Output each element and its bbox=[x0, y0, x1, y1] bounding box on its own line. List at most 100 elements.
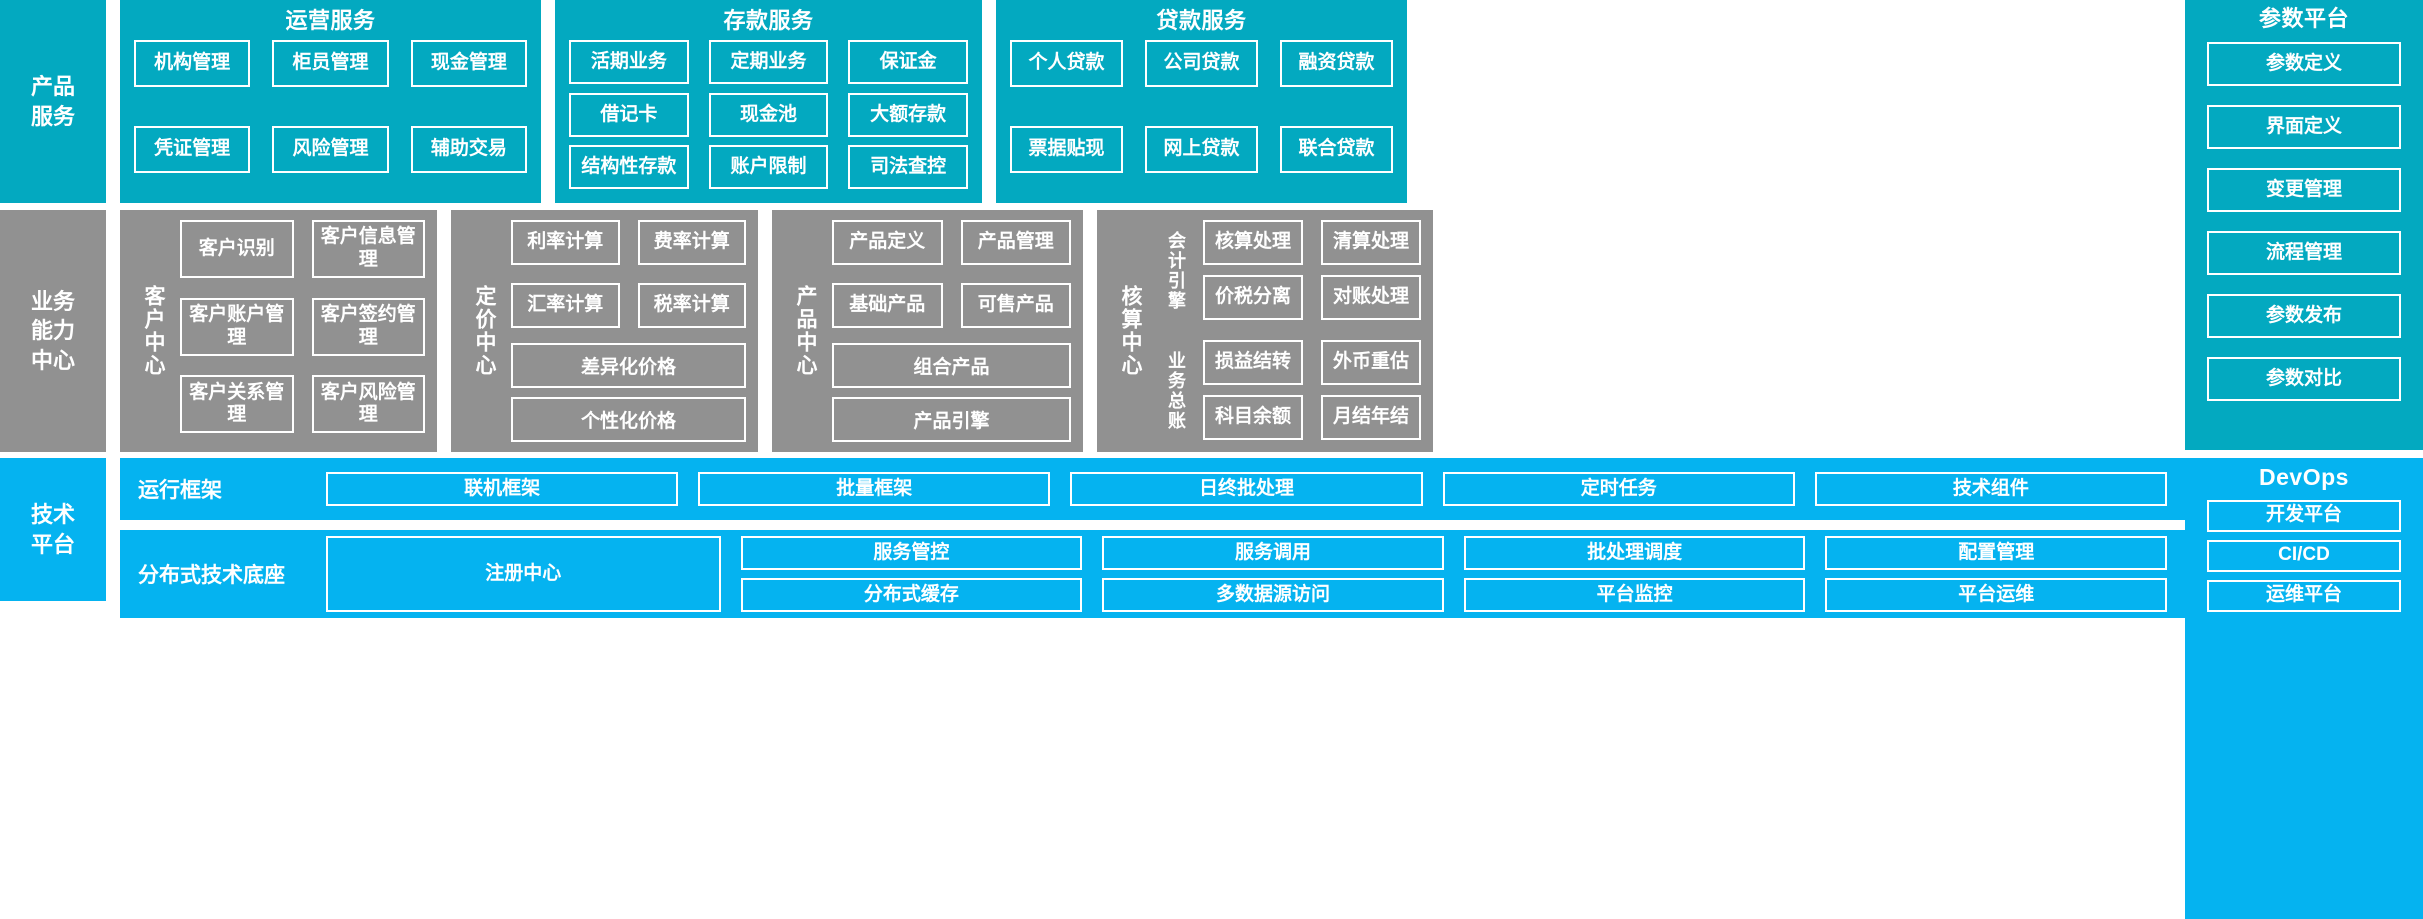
box-batch-framework[interactable]: 批量框架 bbox=[698, 472, 1051, 506]
product-service-row: 产品 服务 运营服务 机构管理 柜员管理 现金管理 凭证管理 风险管理 辅助交易… bbox=[0, 0, 2423, 203]
box-customer-relation-mgmt[interactable]: 客户关系管理 bbox=[180, 375, 294, 434]
vlabel-customer-center: 客户中心 bbox=[142, 285, 165, 377]
box-exchange-rate-calc[interactable]: 汇率计算 bbox=[511, 282, 620, 328]
devops-title: DevOps bbox=[2259, 464, 2349, 490]
box-debit-card[interactable]: 借记卡 bbox=[569, 92, 689, 137]
box-product-engine[interactable]: 产品引擎 bbox=[832, 397, 1071, 442]
vlabel-accounting-center: 核算中心 bbox=[1119, 285, 1142, 377]
general-ledger-section: 业务总账 损益结转 外币重估 科目余额 月结年结 bbox=[1157, 340, 1421, 442]
box-customer-contract-mgmt[interactable]: 客户签约管理 bbox=[311, 297, 425, 356]
box-financing-loan[interactable]: 融资贷款 bbox=[1280, 40, 1393, 88]
box-time-business[interactable]: 定期业务 bbox=[708, 40, 829, 85]
box-customer-account-mgmt[interactable]: 客户账户管理 bbox=[180, 297, 294, 356]
box-demand-business[interactable]: 活期业务 bbox=[569, 40, 689, 85]
stack-config: 配置管理 平台运维 bbox=[1825, 536, 2168, 612]
box-profit-loss-carryover[interactable]: 损益结转 bbox=[1203, 340, 1303, 385]
box-fx-revaluation[interactable]: 外币重估 bbox=[1321, 340, 1421, 385]
box-structured-deposit[interactable]: 结构性存款 bbox=[569, 145, 689, 190]
box-cash-mgmt[interactable]: 现金管理 bbox=[410, 40, 527, 88]
technology-platform-rail-label: 技术 平台 bbox=[0, 458, 106, 601]
box-online-loan[interactable]: 网上贷款 bbox=[1145, 126, 1258, 174]
box-customer-identification[interactable]: 客户识别 bbox=[180, 220, 294, 278]
box-param-publish[interactable]: 参数发布 bbox=[2207, 294, 2401, 339]
box-institution-mgmt[interactable]: 机构管理 bbox=[134, 40, 251, 88]
box-interest-rate-calc[interactable]: 利率计算 bbox=[511, 220, 620, 265]
box-voucher-mgmt[interactable]: 凭证管理 bbox=[134, 126, 251, 174]
box-base-product[interactable]: 基础产品 bbox=[832, 282, 943, 328]
box-cash-pool[interactable]: 现金池 bbox=[708, 92, 829, 137]
box-sellable-product[interactable]: 可售产品 bbox=[960, 282, 1071, 328]
box-scheduled-task[interactable]: 定时任务 bbox=[1442, 472, 1795, 506]
group-deposit-service: 存款服务 活期业务 定期业务 保证金 借记卡 现金池 大额存款 结构性存款 账户… bbox=[555, 0, 982, 203]
box-ci-cd[interactable]: CI/CD bbox=[2207, 539, 2401, 572]
box-composite-product[interactable]: 组合产品 bbox=[832, 343, 1071, 388]
box-personal-loan[interactable]: 个人贷款 bbox=[1010, 40, 1123, 88]
box-differential-pricing[interactable]: 差异化价格 bbox=[511, 343, 746, 388]
box-change-mgmt[interactable]: 变更管理 bbox=[2207, 168, 2401, 213]
box-service-governance[interactable]: 服务管控 bbox=[740, 536, 1083, 570]
box-dev-platform[interactable]: 开发平台 bbox=[2207, 499, 2401, 532]
group-loan-service: 贷款服务 个人贷款 公司贷款 融资贷款 票据贴现 网上贷款 联合贷款 bbox=[996, 0, 1407, 203]
box-registry-center[interactable]: 注册中心 bbox=[326, 536, 721, 612]
technology-platform-row: 技术 平台 运行框架 联机框架 批量框架 日终批处理 定时任务 技术组件 分布式… bbox=[0, 458, 2185, 919]
product-center-box-grid: 产品定义 产品管理 基础产品 可售产品 bbox=[832, 220, 1071, 334]
box-service-invocation[interactable]: 服务调用 bbox=[1102, 536, 1444, 570]
box-platform-ops[interactable]: 平台运维 bbox=[1825, 578, 2168, 612]
accounting-center-content: 会计引擎 核算处理 清算处理 价税分离 对账处理 业务总账 损益结转 外币重估 … bbox=[1157, 220, 1421, 442]
box-joint-loan[interactable]: 联合贷款 bbox=[1280, 126, 1393, 174]
box-ops-platform[interactable]: 运维平台 bbox=[2207, 579, 2401, 612]
param-platform-title: 参数平台 bbox=[2258, 6, 2349, 31]
band-runtime-framework: 运行框架 联机框架 批量框架 日终批处理 定时任务 技术组件 bbox=[120, 458, 2185, 520]
box-online-framework[interactable]: 联机框架 bbox=[326, 472, 679, 506]
box-tax-rate-calc[interactable]: 税率计算 bbox=[637, 282, 746, 328]
accounting-engine-section: 会计引擎 核算处理 清算处理 价税分离 对账处理 bbox=[1157, 220, 1421, 322]
param-platform-column: 参数平台 参数定义 界面定义 变更管理 流程管理 参数发布 参数对比 bbox=[2185, 0, 2423, 450]
box-reconciliation[interactable]: 对账处理 bbox=[1321, 275, 1421, 320]
group-pricing-center: 定价中心 利率计算 费率计算 汇率计算 税率计算 差异化价格 个性化价格 bbox=[451, 210, 758, 452]
runtime-framework-box-row: 联机框架 批量框架 日终批处理 定时任务 技术组件 bbox=[326, 472, 2168, 506]
vlabel-pricing-center: 定价中心 bbox=[473, 285, 496, 377]
box-customer-risk-mgmt[interactable]: 客户风险管理 bbox=[311, 375, 425, 434]
box-distributed-cache[interactable]: 分布式缓存 bbox=[740, 578, 1083, 612]
box-personalized-pricing[interactable]: 个性化价格 bbox=[511, 397, 746, 442]
vlabel-accounting-engine: 会计引擎 bbox=[1166, 231, 1186, 311]
box-customer-info-mgmt[interactable]: 客户信息管理 bbox=[311, 220, 425, 278]
box-tech-component[interactable]: 技术组件 bbox=[1814, 472, 2168, 506]
box-process-mgmt[interactable]: 流程管理 bbox=[2207, 231, 2401, 276]
box-corporate-loan[interactable]: 公司贷款 bbox=[1145, 40, 1258, 88]
box-account-balance[interactable]: 科目余额 bbox=[1203, 395, 1303, 440]
spacer bbox=[106, 0, 120, 203]
box-config-mgmt[interactable]: 配置管理 bbox=[1825, 536, 2168, 570]
vlabel-product-center: 产品中心 bbox=[794, 285, 817, 377]
box-batch-scheduling[interactable]: 批处理调度 bbox=[1463, 536, 1806, 570]
box-risk-mgmt[interactable]: 风险管理 bbox=[272, 126, 389, 174]
box-margin-deposit[interactable]: 保证金 bbox=[848, 40, 968, 85]
customer-center-box-grid: 客户识别 客户信息管理 客户账户管理 客户签约管理 客户关系管理 客户风险管理 bbox=[180, 220, 425, 442]
group-operation-service: 运营服务 机构管理 柜员管理 现金管理 凭证管理 风险管理 辅助交易 bbox=[120, 0, 541, 203]
box-price-tax-separation[interactable]: 价税分离 bbox=[1203, 275, 1303, 320]
box-month-year-end-close[interactable]: 月结年结 bbox=[1321, 395, 1421, 440]
box-bill-discount[interactable]: 票据贴现 bbox=[1010, 126, 1123, 174]
box-auxiliary-txn[interactable]: 辅助交易 bbox=[410, 126, 527, 174]
box-ui-definition[interactable]: 界面定义 bbox=[2207, 105, 2401, 150]
group-title-operation-service: 运营服务 bbox=[285, 8, 376, 33]
box-eod-batch[interactable]: 日终批处理 bbox=[1070, 472, 1423, 506]
box-accounting-processing[interactable]: 核算处理 bbox=[1203, 220, 1303, 265]
box-large-deposit[interactable]: 大额存款 bbox=[848, 92, 968, 137]
box-product-mgmt[interactable]: 产品管理 bbox=[960, 220, 1071, 265]
stack-invocation: 服务调用 多数据源访问 bbox=[1102, 536, 1444, 612]
box-param-compare[interactable]: 参数对比 bbox=[2207, 357, 2401, 402]
box-settlement-processing[interactable]: 清算处理 bbox=[1321, 220, 1421, 265]
box-account-restriction[interactable]: 账户限制 bbox=[708, 145, 829, 190]
band-distributed-tech-base: 分布式技术底座 注册中心 服务管控 分布式缓存 服务调用 多数据源访问 批处理调… bbox=[120, 530, 2185, 618]
box-multi-datasource-access[interactable]: 多数据源访问 bbox=[1102, 578, 1444, 612]
box-fee-rate-calc[interactable]: 费率计算 bbox=[637, 220, 746, 265]
box-judicial-control[interactable]: 司法查控 bbox=[848, 145, 968, 190]
group-title-loan-service: 贷款服务 bbox=[1156, 8, 1247, 33]
box-platform-monitoring[interactable]: 平台监控 bbox=[1463, 578, 1806, 612]
box-product-definition[interactable]: 产品定义 bbox=[832, 220, 943, 265]
box-param-definition[interactable]: 参数定义 bbox=[2207, 42, 2401, 87]
stack-service: 服务管控 分布式缓存 bbox=[740, 536, 1083, 612]
box-teller-mgmt[interactable]: 柜员管理 bbox=[272, 40, 389, 88]
devops-item-list: 开发平台 CI/CD 运维平台 bbox=[2207, 499, 2401, 612]
